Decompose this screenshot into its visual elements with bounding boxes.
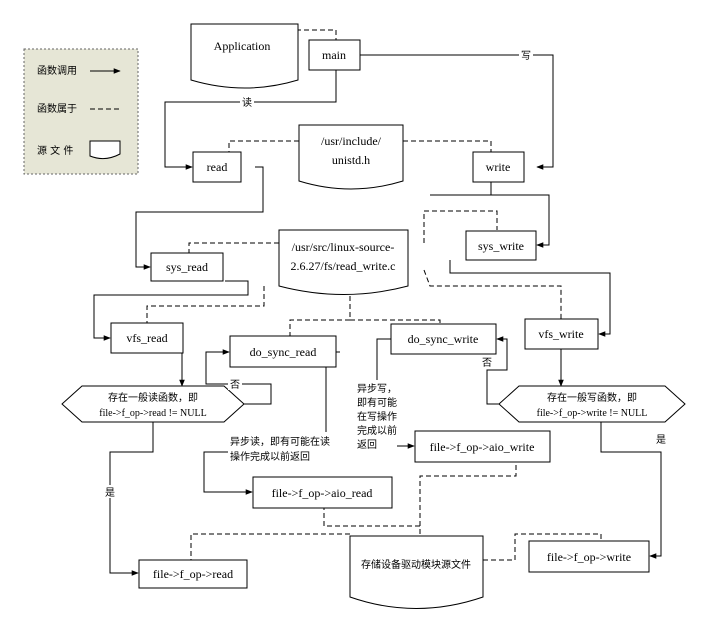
write-edge-label: 写 bbox=[521, 50, 531, 62]
read-write-c-source-file: /usr/src/linux-source- 2.6.27/fs/read_wr… bbox=[278, 229, 409, 295]
unistd-line-1: /usr/include/ bbox=[321, 134, 382, 148]
do-sync-read-label: do_sync_read bbox=[250, 345, 317, 359]
fop-write-label: file->f_op->write bbox=[547, 550, 631, 564]
async-write-line-3: 在写操作 bbox=[357, 410, 397, 423]
sys-read-node: sys_read bbox=[150, 252, 224, 282]
storage-source-file: 存储设备驱动模块源文件 bbox=[349, 535, 484, 609]
main-node: main bbox=[308, 39, 361, 71]
unistd-line-2: unistd.h bbox=[332, 153, 370, 167]
write-node: write bbox=[472, 151, 525, 183]
cond-read-line-1: 存在一般读函数，即 bbox=[108, 391, 198, 404]
cond-write-line-1: 存在一般写函数，即 bbox=[547, 391, 637, 404]
fop-write-node: file->f_op->write bbox=[528, 540, 650, 573]
async-write-line-4: 完成以前 bbox=[357, 424, 397, 437]
cond-write-hexagon: 存在一般写函数，即 file->f_op->write != NULL bbox=[498, 385, 686, 423]
read-edge-label: 读 bbox=[242, 96, 252, 109]
fop-read-node: file->f_op->read bbox=[138, 559, 248, 589]
aio-read-label: file->f_op->aio_read bbox=[272, 486, 373, 500]
application-source-file: Application bbox=[190, 23, 299, 89]
legend-belongs-text: 函数属于 bbox=[37, 102, 77, 115]
cond-write-line-2: file->f_op->write != NULL bbox=[537, 408, 648, 419]
yes-write-edge-label: 是 bbox=[656, 434, 666, 446]
unistd-source-file: /usr/include/ unistd.h bbox=[298, 124, 404, 190]
vfs-read-label: vfs_read bbox=[126, 331, 167, 345]
application-label: Application bbox=[214, 39, 271, 53]
vfs-write-label: vfs_write bbox=[538, 327, 583, 341]
edge-labels: 写 读 否 否 是 是 异步写， 即有可能 在写操作 完成以前 返回 异步读，即… bbox=[103, 48, 668, 499]
vfs-write-node: vfs_write bbox=[524, 318, 599, 350]
read-node: read bbox=[192, 151, 242, 183]
async-read-line-2: 操作完成以前返回 bbox=[230, 450, 310, 463]
do-sync-read-node: do_sync_read bbox=[229, 335, 337, 368]
sys-write-node: sys_write bbox=[465, 230, 537, 261]
async-write-line-1: 异步写， bbox=[357, 383, 397, 395]
async-write-line-2: 即有可能 bbox=[357, 396, 397, 409]
do-sync-write-label: do_sync_write bbox=[408, 332, 479, 346]
sys-read-label: sys_read bbox=[166, 260, 208, 274]
write-label: write bbox=[486, 160, 511, 174]
cond-read-line-2: file->f_op->read != NULL bbox=[99, 408, 206, 419]
storage-label: 存储设备驱动模块源文件 bbox=[361, 558, 471, 571]
vfs-read-node: vfs_read bbox=[110, 322, 184, 354]
no-write-edge-label: 否 bbox=[482, 357, 492, 369]
rw-line-2: 2.6.27/fs/read_write.c bbox=[291, 259, 396, 273]
legend-source-text: 源 文 件 bbox=[37, 144, 73, 157]
cond-read-hexagon: 存在一般读函数，即 file->f_op->read != NULL bbox=[61, 385, 245, 423]
legend-source-icon bbox=[89, 140, 121, 160]
aio-write-node: file->f_op->aio_write bbox=[414, 430, 551, 463]
legend-call-text: 函数调用 bbox=[37, 64, 77, 77]
main-label: main bbox=[322, 48, 346, 62]
aio-read-node: file->f_op->aio_read bbox=[252, 476, 393, 509]
aio-write-label: file->f_op->aio_write bbox=[430, 440, 535, 454]
fop-read-label: file->f_op->read bbox=[153, 567, 233, 581]
async-write-line-5: 返回 bbox=[357, 439, 377, 451]
legend: 函数调用 函数属于 源 文 件 bbox=[23, 48, 139, 175]
sys-write-label: sys_write bbox=[478, 239, 524, 253]
rw-line-1: /usr/src/linux-source- bbox=[292, 240, 395, 254]
no-read-edge-label: 否 bbox=[230, 379, 240, 391]
read-label: read bbox=[207, 160, 228, 174]
do-sync-write-node: do_sync_write bbox=[390, 323, 497, 355]
async-read-line-1: 异步读，即有可能在读 bbox=[230, 435, 330, 448]
yes-read-edge-label: 是 bbox=[105, 487, 115, 499]
